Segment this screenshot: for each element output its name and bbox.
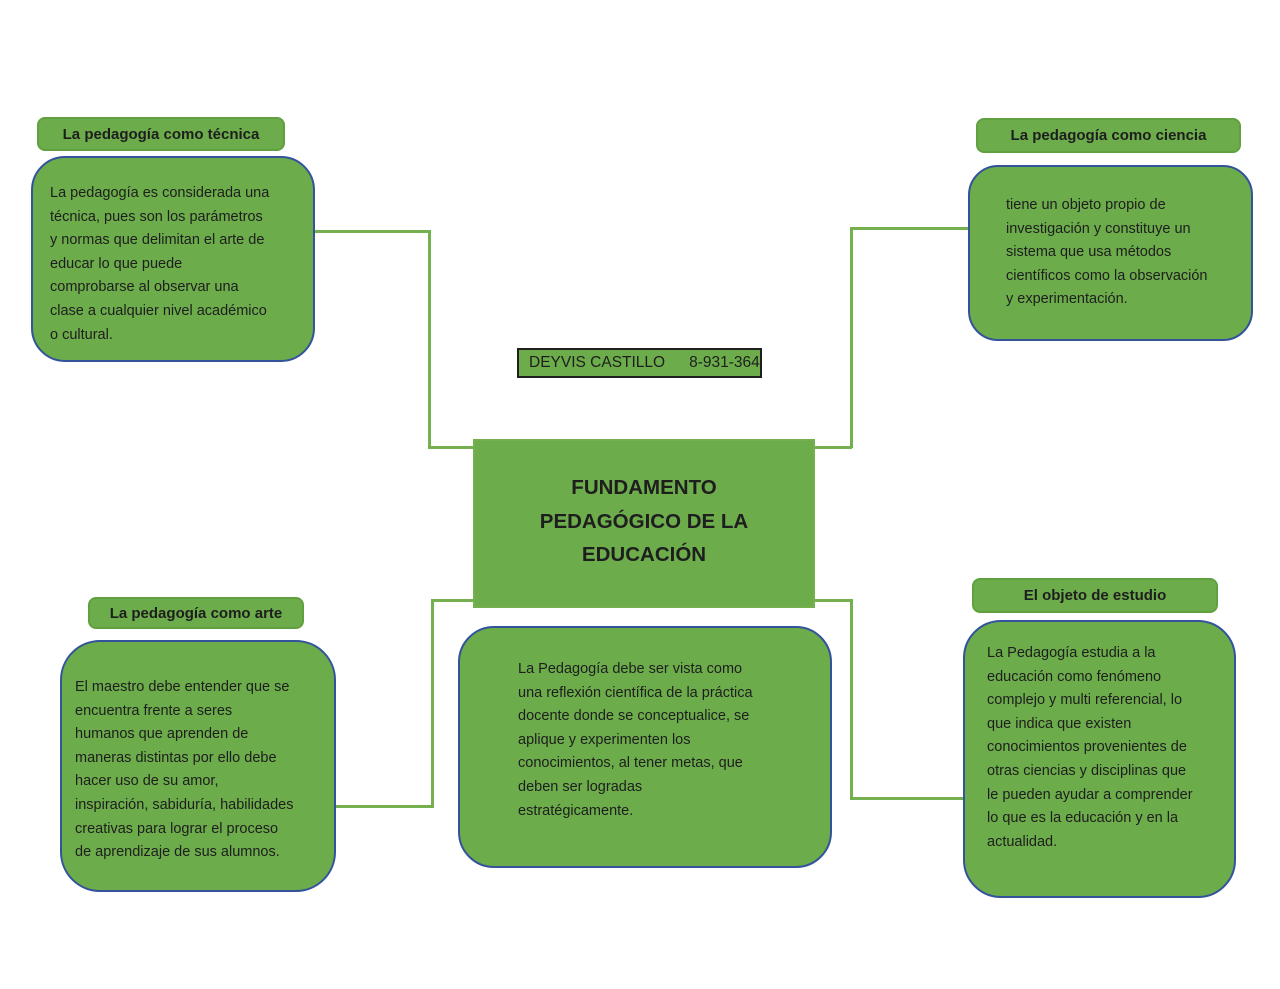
- connector-ciencia-horizontal-2: [850, 227, 968, 230]
- author-number: 8-931-364: [689, 354, 760, 371]
- branch-body-arte: El maestro debe entender que se encuentr…: [60, 640, 336, 892]
- central-title-box: FUNDAMENTO PEDAGÓGICO DE LA EDUCACIÓN: [473, 439, 815, 608]
- branch-header-objeto: El objeto de estudio: [972, 578, 1218, 613]
- connector-tecnica-horizontal-1: [315, 230, 430, 233]
- branch-header-ciencia-label: La pedagogía como ciencia: [1010, 127, 1207, 144]
- branch-header-arte-label: La pedagogía como arte: [109, 604, 283, 622]
- connector-objeto-vertical: [850, 599, 853, 799]
- central-title: FUNDAMENTO PEDAGÓGICO DE LA EDUCACIÓN: [539, 476, 749, 566]
- connector-arte-horizontal-1: [431, 599, 473, 602]
- branch-body-objeto: La Pedagogía estudia a la educación como…: [963, 620, 1236, 898]
- connector-tecnica-vertical: [428, 230, 431, 448]
- connector-objeto-horizontal-2: [850, 797, 965, 800]
- branch-header-objeto-label: El objeto de estudio: [1023, 587, 1167, 604]
- connector-arte-horizontal-2: [335, 805, 433, 808]
- branch-body-ciencia: tiene un objeto propio de investigación …: [968, 165, 1253, 341]
- connector-tecnica-horizontal-2: [428, 446, 473, 449]
- author-label-box: DEYVIS CASTILLO 8-931-364: [517, 348, 762, 378]
- branch-body-reflexion: La Pedagogía debe ser vista como una ref…: [458, 626, 832, 868]
- connector-ciencia-horizontal-1: [815, 446, 852, 449]
- author-name: DEYVIS CASTILLO: [529, 354, 666, 371]
- connector-arte-vertical: [431, 599, 434, 808]
- branch-header-tecnica: La pedagogía como técnica: [37, 117, 285, 151]
- branch-body-tecnica: La pedagogía es considerada una técnica,…: [31, 156, 315, 362]
- connector-ciencia-vertical: [850, 227, 853, 448]
- branch-header-tecnica-label: La pedagogía como técnica: [62, 125, 260, 143]
- branch-header-ciencia: La pedagogía como ciencia: [976, 118, 1241, 153]
- branch-header-arte: La pedagogía como arte: [88, 597, 304, 629]
- connector-objeto-horizontal-1: [815, 599, 852, 602]
